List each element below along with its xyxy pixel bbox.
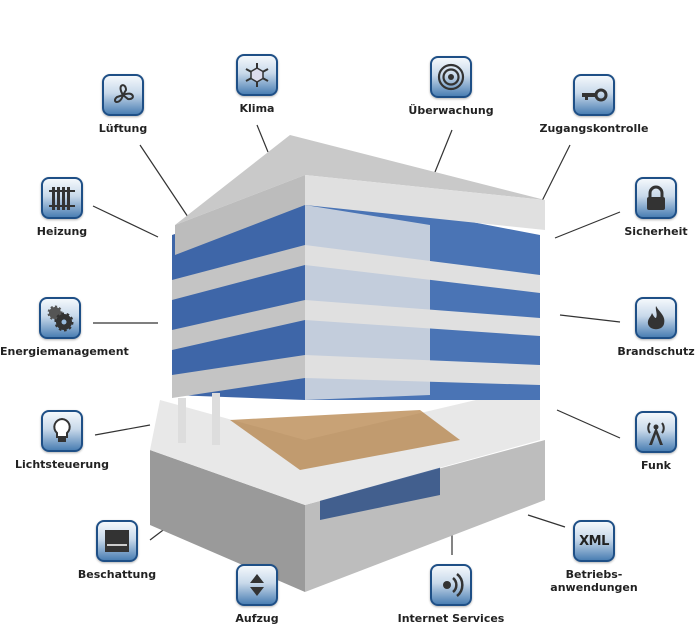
radiator-icon [41, 177, 83, 219]
node-beschattung: Beschattung [57, 520, 177, 581]
label: Funk [641, 459, 671, 472]
flame-icon [635, 297, 677, 339]
facade [172, 135, 545, 445]
snowflake-icon [236, 54, 278, 96]
antenna-icon [635, 411, 677, 453]
node-sicherheit: Sicherheit [596, 177, 700, 238]
label-line-2: anwendungen [550, 581, 638, 594]
node-energiemanagement: Energiemanagement [0, 297, 129, 358]
label: Internet Services [397, 612, 505, 625]
padlock-icon [635, 177, 677, 219]
label: Lichtsteuerung [15, 458, 109, 471]
label: Sicherheit [624, 225, 688, 238]
fan-icon [102, 74, 144, 116]
elevator-icon [236, 564, 278, 606]
broadcast-icon [430, 564, 472, 606]
node-funk: Funk [596, 411, 700, 472]
label: Lüftung [98, 122, 148, 135]
node-brandschutz: Brandschutz [596, 297, 700, 358]
node-aufzug: Aufzug [197, 564, 317, 625]
label: Überwachung [408, 104, 494, 117]
node-betriebsanwendungen: XML Betriebs-anwendungen [534, 520, 654, 594]
node-zugangskontrolle: Zugangskontrolle [534, 74, 654, 135]
gears-icon [39, 297, 81, 339]
node-lichtsteuerung: Lichtsteuerung [2, 410, 122, 471]
label: Brandschutz [617, 345, 695, 358]
label: Energiemanagement [0, 345, 129, 358]
label: Heizung [36, 225, 88, 238]
label: Aufzug [235, 612, 279, 625]
node-klima: Klima [197, 54, 317, 115]
label-line-1: Betriebs- [565, 568, 623, 581]
node-ueberwachung: Überwachung [391, 56, 511, 117]
xml-icon-text: XML [579, 533, 609, 549]
node-internet-services: Internet Services [391, 564, 511, 625]
node-lueftung: Lüftung [63, 74, 183, 135]
blind-icon [96, 520, 138, 562]
label: Zugangskontrolle [539, 122, 649, 135]
label: Betriebs-anwendungen [534, 568, 654, 594]
node-heizung: Heizung [2, 177, 122, 238]
xml-icon: XML [573, 520, 615, 562]
label: Beschattung [77, 568, 157, 581]
lightbulb-icon [41, 410, 83, 452]
label: Klima [239, 102, 275, 115]
camera-target-icon [430, 56, 472, 98]
key-icon [573, 74, 615, 116]
